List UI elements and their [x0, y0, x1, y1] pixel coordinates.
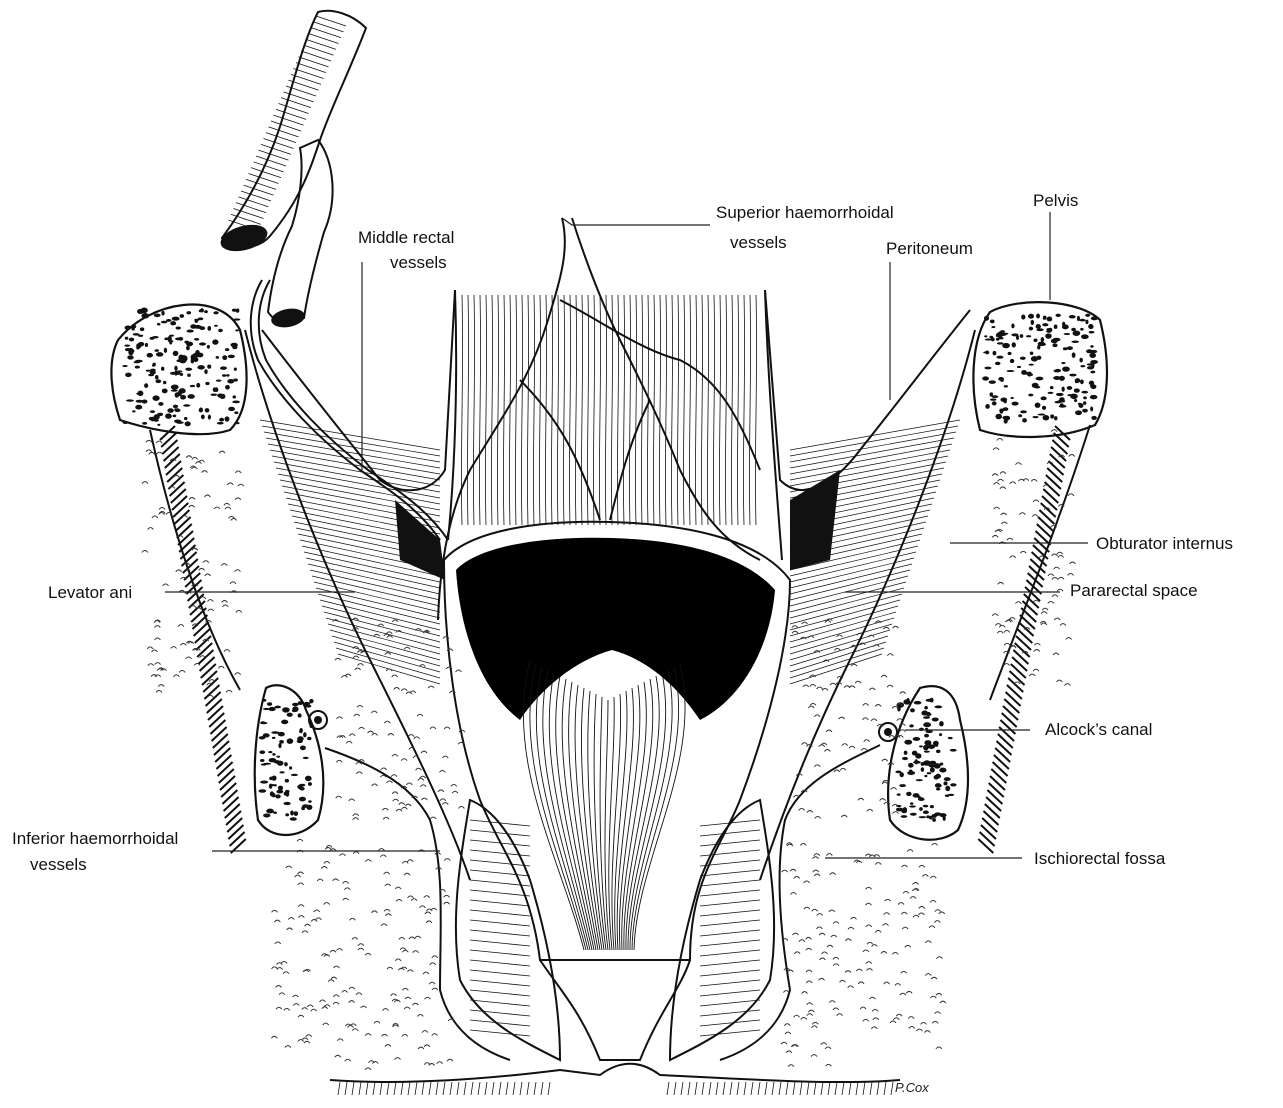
label-peritoneum: Peritoneum [886, 239, 973, 258]
rectum-wall-right [765, 290, 782, 560]
label-middle-rectal-2: vessels [390, 253, 447, 272]
left-inferior-haemorrhoidal-vessel [325, 748, 510, 1060]
left-pelvic-bone [111, 305, 246, 435]
label-ischiorectal-fossa: Ischiorectal fossa [1034, 849, 1166, 868]
label-pelvis: Pelvis [1033, 191, 1078, 210]
perineal-skin [330, 1064, 900, 1082]
label-inferior-haemorrhoidal: Inferior haemorrhoidal [12, 829, 178, 848]
anal-canal [540, 960, 690, 1060]
mucosal-folds [523, 661, 685, 950]
artist-signature: P.Cox [895, 1080, 929, 1095]
label-middle-rectal: Middle rectal [358, 228, 454, 247]
label-inferior-haemorrhoidal-2: vessels [30, 855, 87, 874]
rectal-lumen [456, 538, 775, 720]
iliac-vessel-trunk [218, 11, 366, 330]
label-superior-haemorrhoidal-2: vessels [730, 233, 787, 252]
label-levator-ani: Levator ani [48, 583, 132, 602]
left-ischial-bone [255, 685, 324, 835]
label-alcocks-canal: Alcock’s canal [1045, 720, 1152, 739]
label-superior-haemorrhoidal: Superior haemorrhoidal [716, 203, 894, 222]
label-obturator-internus: Obturator internus [1096, 534, 1233, 553]
label-pararectal-space: Pararectal space [1070, 581, 1198, 600]
